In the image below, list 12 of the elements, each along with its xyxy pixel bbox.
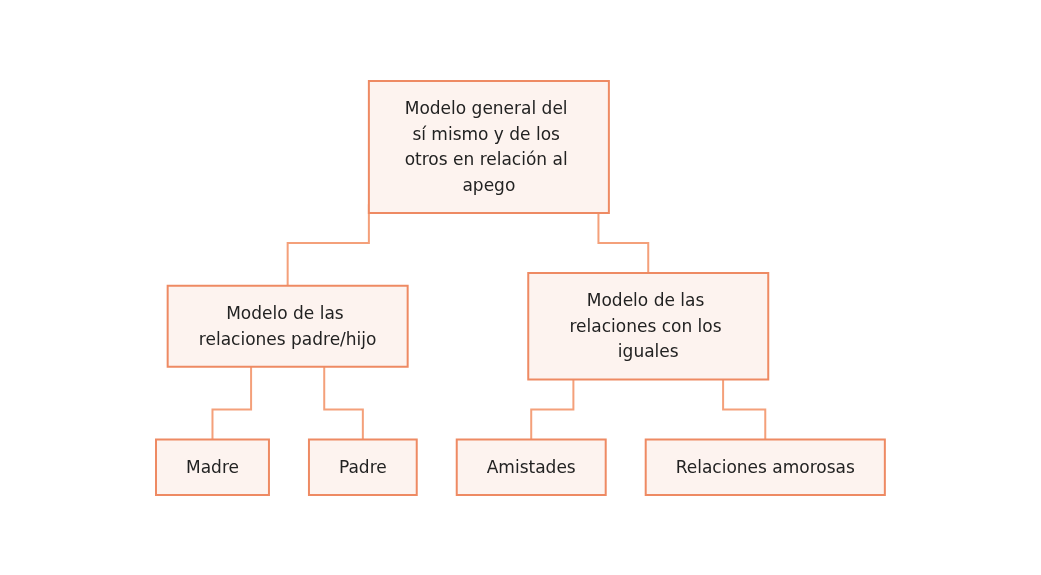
connector (597, 211, 650, 274)
connector (211, 365, 253, 440)
node-box: Relaciones amorosas (644, 438, 886, 496)
node-box: Modelo de las relaciones con los iguales (527, 271, 770, 380)
node-box: Padre (308, 438, 418, 496)
connector (722, 378, 767, 440)
node-box: Madre (155, 438, 271, 496)
connector (323, 365, 364, 440)
node-box: Modelo general del sí mismo y de los otros en relación al apego (367, 79, 610, 214)
connector (530, 378, 575, 440)
node-box: Amistades (455, 438, 607, 496)
node-box: Modelo de las relaciones padre/hijo (166, 284, 409, 368)
